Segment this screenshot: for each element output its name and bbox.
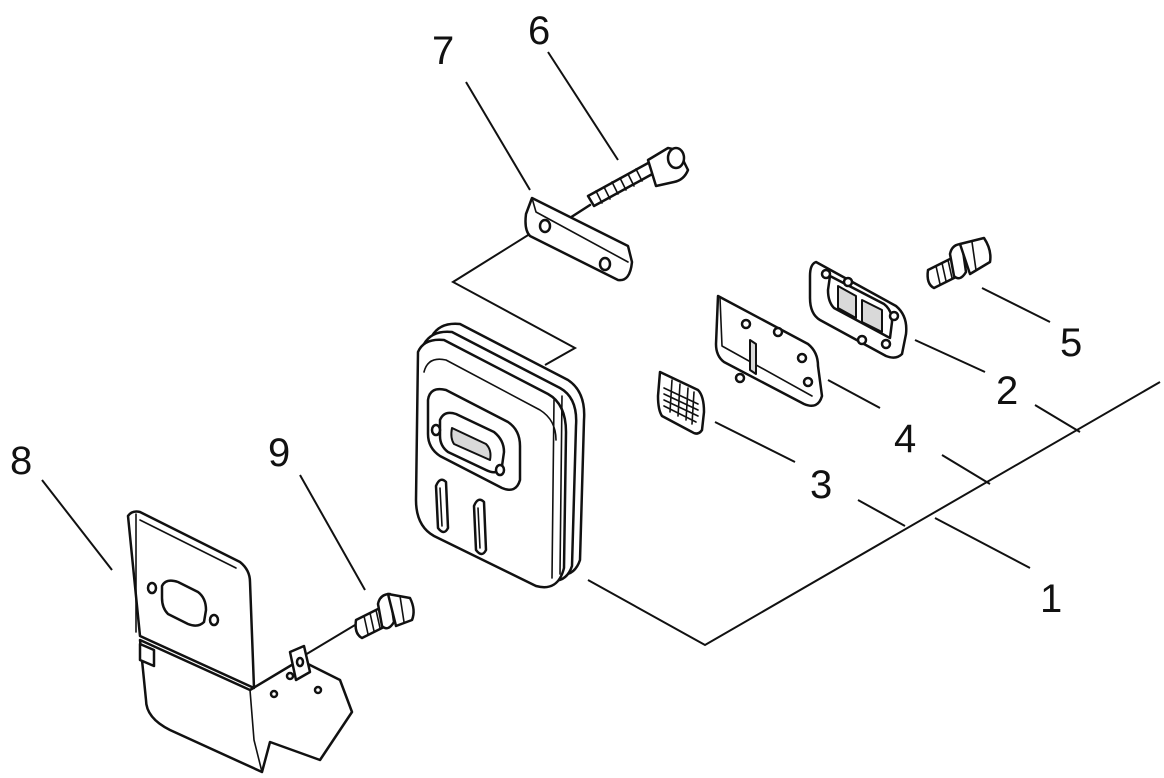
muffler-slot-left-inner: [439, 487, 443, 527]
cover-2-hole-4: [880, 338, 892, 350]
callout-8: 8: [10, 439, 32, 483]
leader-5: [981, 287, 1051, 323]
cover-2-hole-5: [856, 334, 868, 346]
screw-6-threads: [595, 168, 643, 204]
bracket-8-base-hole-2: [313, 685, 323, 695]
leader-7: [465, 81, 531, 191]
muffler-side-line-1: [551, 399, 555, 579]
part-4-gasket: [714, 294, 824, 407]
bracket-8-hole-right: [208, 613, 220, 627]
leader-6: [547, 51, 619, 161]
leader-lines: [41, 51, 1161, 659]
muffler-slot-left: [434, 478, 450, 534]
callout-1: 1: [1040, 577, 1062, 621]
gasket-4-hole-2: [772, 326, 784, 338]
callout-4: 4: [894, 417, 916, 461]
callout-labels: 1 2 3 4 5 6 7 8 9: [10, 9, 1082, 621]
bolt-9-threads: [363, 609, 381, 635]
callout-6: 6: [528, 9, 550, 53]
part-1-muffler: [414, 322, 586, 589]
bolt-9-head: [386, 592, 415, 628]
plate-7-edge: [531, 197, 629, 263]
plate-7-hole-left: [538, 218, 552, 234]
bracket-8-inner-edge: [249, 689, 263, 773]
leader-9: [299, 474, 366, 591]
part-3-screen: [656, 370, 706, 435]
muffler-slot-right-inner: [477, 507, 481, 549]
bolt-5-head-facet: [971, 241, 977, 271]
callout-5: 5: [1060, 321, 1082, 365]
muffler-side-line-2: [559, 395, 563, 575]
callout-9: 9: [268, 431, 290, 475]
leader-1: [934, 517, 1031, 569]
bracket-8-port: [160, 579, 208, 627]
bolt-9-head-facet: [399, 595, 405, 623]
leader-8: [41, 479, 113, 571]
gasket-4-hole-3: [796, 352, 808, 364]
part-9-bolt: [354, 592, 415, 640]
bracket-8-tab-hole: [295, 656, 305, 668]
bolt-9-shank: [354, 606, 388, 640]
callout-3: 3: [810, 463, 832, 507]
bolt-5-threads: [935, 259, 953, 285]
leader-3-b: [857, 499, 906, 527]
muffler-port-hole-left: [430, 423, 442, 437]
part-5-bolt: [926, 236, 992, 290]
guide-7-to-muffler: [451, 231, 578, 366]
gasket-4-hole-5: [734, 372, 746, 384]
leader-2-a: [914, 339, 986, 373]
bracket-8-hole-left: [146, 581, 158, 595]
callout-7: 7: [432, 29, 454, 73]
gasket-4-hole-1: [740, 318, 752, 330]
muffler-port-opening: [450, 427, 492, 461]
part-2-cover: [808, 260, 908, 359]
callout-2: 2: [996, 369, 1018, 413]
screw-6-shank: [586, 160, 658, 208]
bolt-5-shank: [926, 256, 960, 290]
bolt-5-head: [958, 236, 992, 276]
plate-7-body: [524, 196, 634, 282]
leader-3-a: [714, 421, 796, 463]
gasket-4-edge: [719, 297, 813, 397]
bracket-8-fold-2: [139, 519, 237, 569]
leader-4-b: [941, 454, 991, 485]
part-6-screw: [546, 146, 690, 234]
part-8-bracket: [126, 510, 354, 774]
cover-2-window-left: [837, 285, 857, 319]
cover-2-hole-3: [888, 310, 900, 322]
leader-1-bracket: [587, 381, 1161, 647]
bracket-8-base-hole-3: [269, 689, 279, 699]
part-7-plate: [524, 196, 634, 282]
leader-4-a: [827, 379, 881, 409]
cover-2-hole-2: [842, 276, 854, 288]
screw-6-head-top: [666, 146, 686, 170]
screen-3-mesh: [663, 379, 699, 425]
bracket-8-notch: [138, 642, 156, 668]
cover-2-hole-1: [820, 268, 832, 280]
gasket-4-hole-4: [802, 376, 814, 388]
cover-2-window-right: [861, 299, 883, 333]
bracket-8-base-hole-1: [285, 671, 295, 681]
gasket-4-slot: [749, 339, 757, 375]
leader-2-b: [1034, 404, 1081, 433]
plate-7-hole-right: [598, 256, 612, 272]
muffler-slot-right: [472, 498, 488, 556]
guide-9-to-tab: [299, 624, 356, 659]
muffler-port-hole-right: [494, 463, 506, 477]
